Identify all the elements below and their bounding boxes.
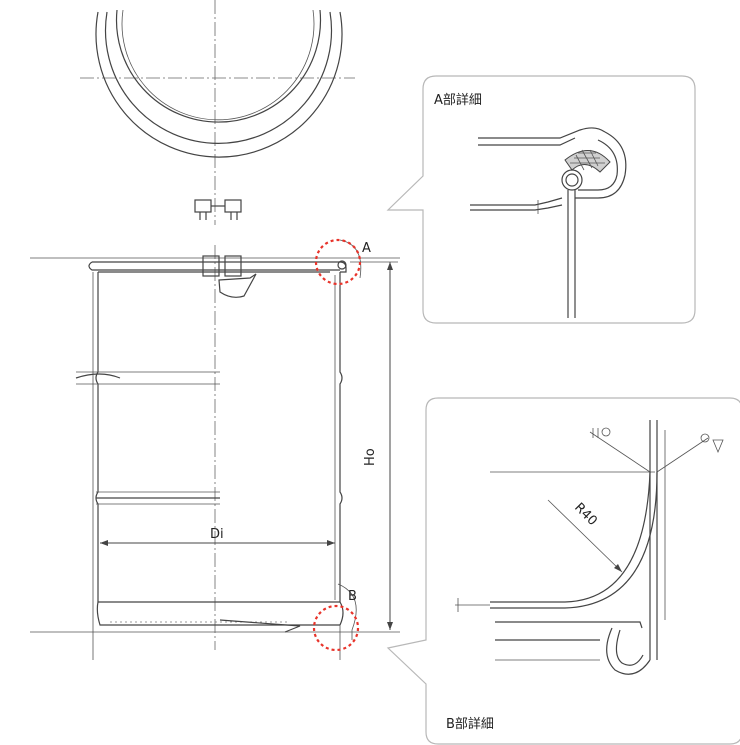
side-view — [30, 238, 400, 660]
highlight-circle-a — [314, 238, 362, 286]
detail-a-title: A部詳細 — [434, 92, 482, 108]
marker-label-b: B — [348, 589, 357, 604]
marker-label-a: A — [362, 241, 371, 256]
highlight-circle-b — [312, 604, 360, 652]
detail-a-panel — [386, 75, 696, 324]
dimension-label-ho: Ho — [363, 448, 378, 466]
dimension-label-di: Di — [210, 527, 224, 542]
detail-b-title: B部詳細 — [446, 716, 494, 732]
top-view — [80, 0, 355, 225]
detail-b-panel — [386, 397, 740, 745]
